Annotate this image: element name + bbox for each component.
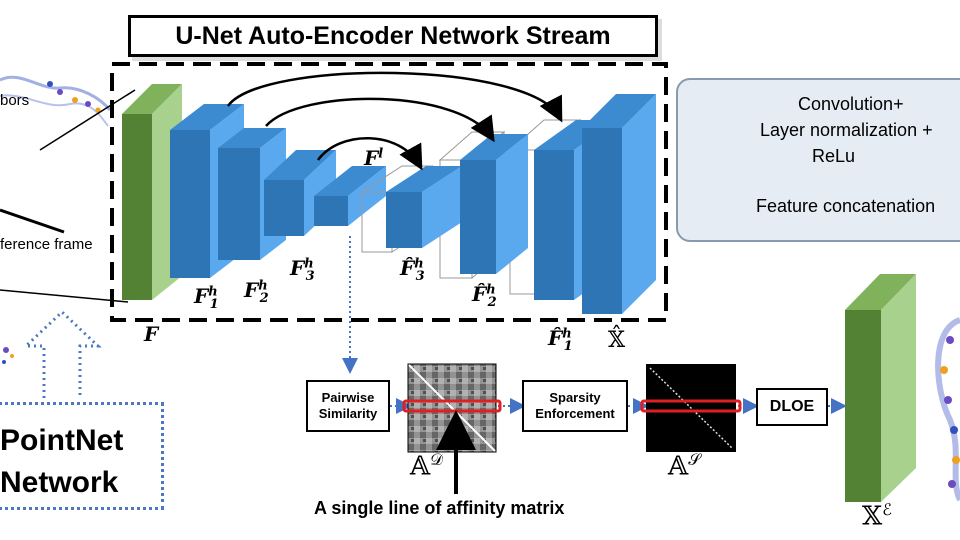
- legend-conv-line1: Convolution+: [798, 94, 904, 114]
- reference-pointer: [0, 208, 65, 234]
- legend-conv-line2: Layer normalization +: [760, 120, 933, 140]
- left-small-cloud: [2, 347, 14, 364]
- diagram-title: U-Net Auto-Encoder Network Stream: [128, 15, 658, 57]
- legend-conv-line3: ReLu: [812, 146, 856, 166]
- skip-connections: [226, 71, 563, 171]
- output-block-Xhat: [582, 94, 656, 314]
- left-point-cloud: [0, 75, 112, 127]
- reference-frame-label: ference frame: [0, 236, 93, 253]
- pointnet-line2: Network: [0, 466, 119, 499]
- affinity-matrix-sparse: [640, 364, 742, 452]
- label-F: F: [144, 322, 159, 346]
- legend-panel: Convolution+ Layer normalization + ReLu …: [676, 78, 960, 242]
- encoder-block-3: [264, 150, 336, 236]
- affinity-caption: A single line of affinity matrix: [314, 498, 565, 518]
- label-F3h-hat: F̂h3: [400, 256, 425, 284]
- label-F3h: Fh3: [290, 256, 315, 284]
- latent-block: [314, 166, 386, 226]
- label-F1h: Fh1: [194, 284, 219, 312]
- label-F2h: Fh2: [244, 278, 269, 306]
- legend-concat-label: Feature concatenation: [756, 196, 936, 216]
- label-AD: 𝔸𝒟: [410, 450, 443, 482]
- pointnet-line1: PointNet: [0, 424, 124, 457]
- label-Fl: Fl: [364, 146, 384, 170]
- label-F2h-hat: F̂h2: [472, 282, 497, 310]
- label-XE: 𝕏ℰ: [862, 500, 892, 532]
- decoder-block-3: [386, 166, 462, 248]
- pointnet-box: [0, 402, 164, 510]
- frame-line-lower: [0, 289, 129, 303]
- frame-line-upper: [39, 89, 136, 151]
- dloe-box: DLOE: [756, 388, 828, 426]
- unet-frame: [110, 62, 668, 322]
- decoder-block-2: [460, 134, 528, 274]
- label-AS: 𝔸𝒮: [668, 450, 701, 482]
- label-F1h-hat: F̂h1: [548, 326, 573, 354]
- right-point-cloud: [935, 317, 960, 502]
- pointnet-up-arrow: [22, 309, 102, 398]
- neighbors-label: bors: [0, 92, 30, 109]
- output-block-XE: [845, 274, 916, 502]
- affinity-matrix-dense: [402, 363, 502, 453]
- label-X-hat: 𝕏̂: [608, 328, 626, 353]
